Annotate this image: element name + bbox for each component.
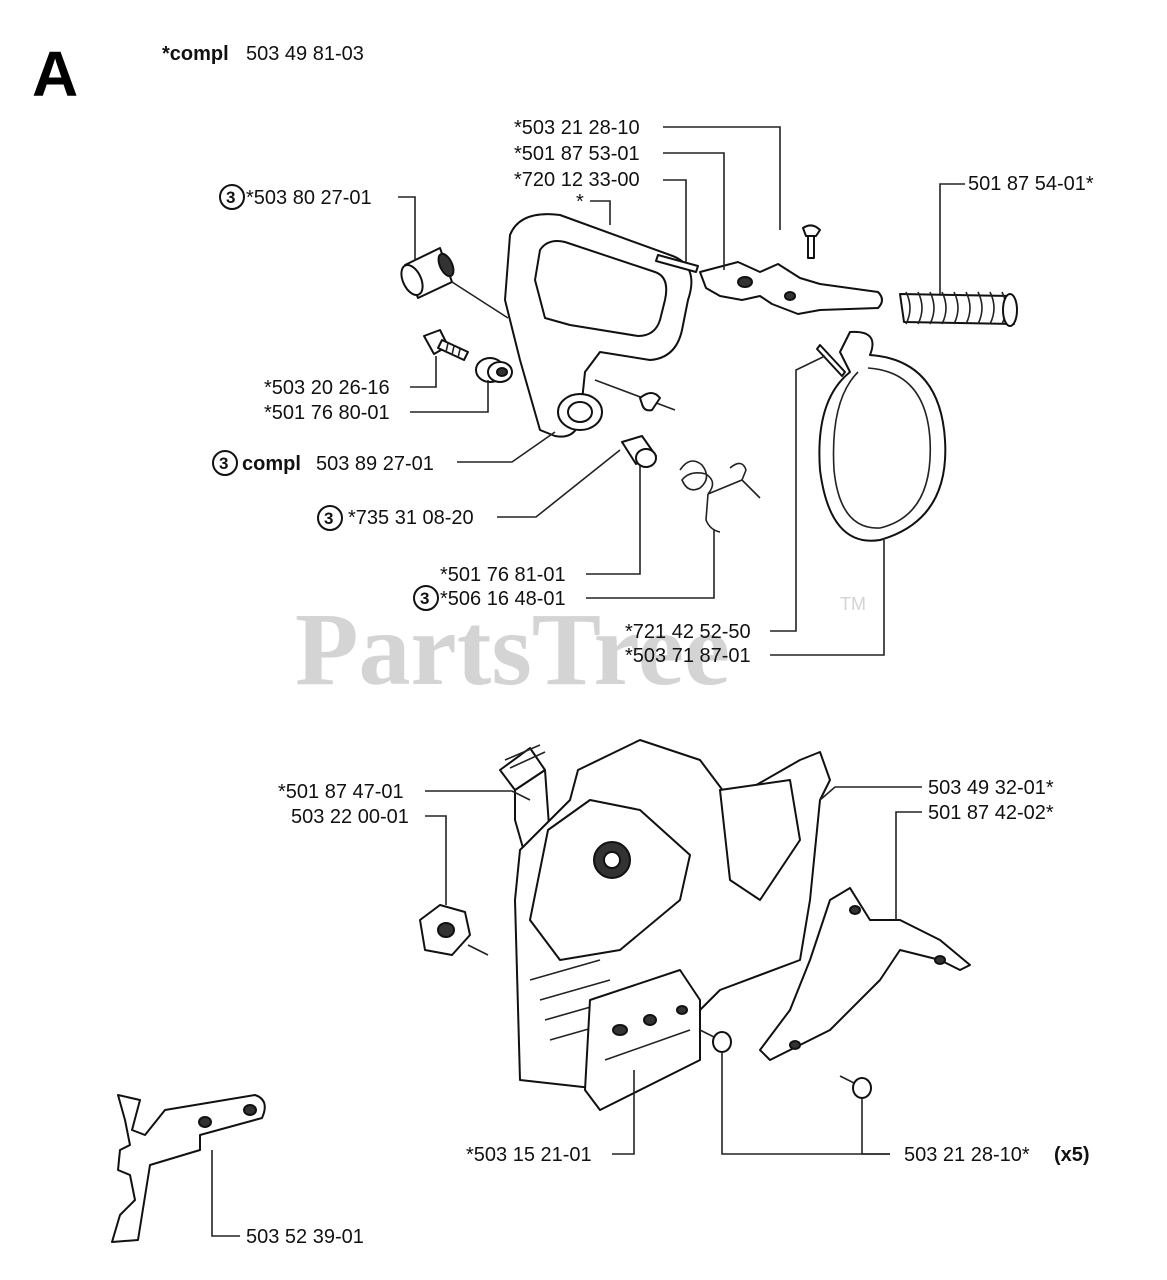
part-label: * — [576, 191, 584, 213]
svg-text:3: 3 — [324, 509, 333, 528]
circled-three-marker: 3 — [212, 450, 238, 476]
part-label: *506 16 48-01 — [440, 588, 566, 610]
guide-plate-part — [584, 969, 701, 1111]
part-label: 503 49 32-01* — [928, 777, 1054, 799]
part-label: 503 52 39-01 — [246, 1226, 364, 1248]
part-label: *735 31 08-20 — [348, 507, 474, 529]
nut-part — [475, 357, 513, 383]
quantity-label: (x5) — [1054, 1144, 1090, 1166]
part-label: *503 21 28-10 — [514, 117, 640, 139]
part-label: *503 20 26-16 — [264, 377, 390, 399]
bolt-part — [423, 329, 469, 361]
top-leader-lines — [398, 126, 965, 656]
torsion-spring-part — [679, 460, 761, 533]
part-label: *501 87 47-01 — [278, 781, 404, 803]
circled-three-marker: 3 — [413, 585, 439, 611]
svg-text:3: 3 — [226, 188, 235, 207]
circled-three-marker: 3 — [317, 505, 343, 531]
bar-nut-part — [419, 904, 489, 956]
cover-screw-part — [699, 1029, 872, 1099]
watermark: PartsTree — [295, 592, 730, 707]
svg-text:3: 3 — [219, 454, 228, 473]
part-label: *721 42 52-50 — [625, 621, 751, 643]
part-label: 503 22 00-01 — [291, 806, 409, 828]
section-letter: A — [32, 38, 78, 110]
part-label: *503 80 27-01 — [246, 187, 372, 209]
part-label: 503 21 28-10* — [904, 1144, 1030, 1166]
pin-part — [655, 254, 699, 273]
part-label: *503 15 21-01 — [466, 1144, 592, 1166]
hand-guard-part — [504, 213, 693, 438]
part-label: 501 87 54-01* — [968, 173, 1094, 195]
rivet-part — [816, 344, 846, 377]
top-screw-part — [802, 224, 821, 259]
coil-spring-part — [899, 291, 1018, 327]
watermark-tm: TM — [840, 594, 866, 614]
clip-part — [639, 392, 661, 412]
part-label: *501 87 53-01 — [514, 143, 640, 165]
part-label: 503 89 27-01 — [316, 453, 434, 475]
part-label: *501 76 80-01 — [264, 402, 390, 424]
circled-three-marker: 3 — [219, 184, 245, 210]
part-label-prefix: compl — [242, 453, 301, 475]
brake-lever-part — [699, 261, 883, 315]
header-prefix: *compl — [162, 43, 229, 65]
sleeve-part — [400, 247, 509, 319]
bushing-part — [621, 435, 657, 468]
part-label: *501 76 81-01 — [440, 564, 566, 586]
part-label: *720 12 33-00 — [514, 169, 640, 191]
part-label: 501 87 42-02* — [928, 802, 1054, 824]
header-number: 503 49 81-03 — [246, 43, 364, 65]
bracket-part — [759, 887, 971, 1061]
chain-tool-part — [111, 1094, 266, 1243]
part-label: *503 71 87-01 — [625, 645, 751, 667]
bottom-leader-lines — [211, 786, 922, 1237]
brake-band-part — [818, 330, 947, 542]
svg-text:3: 3 — [420, 589, 429, 608]
